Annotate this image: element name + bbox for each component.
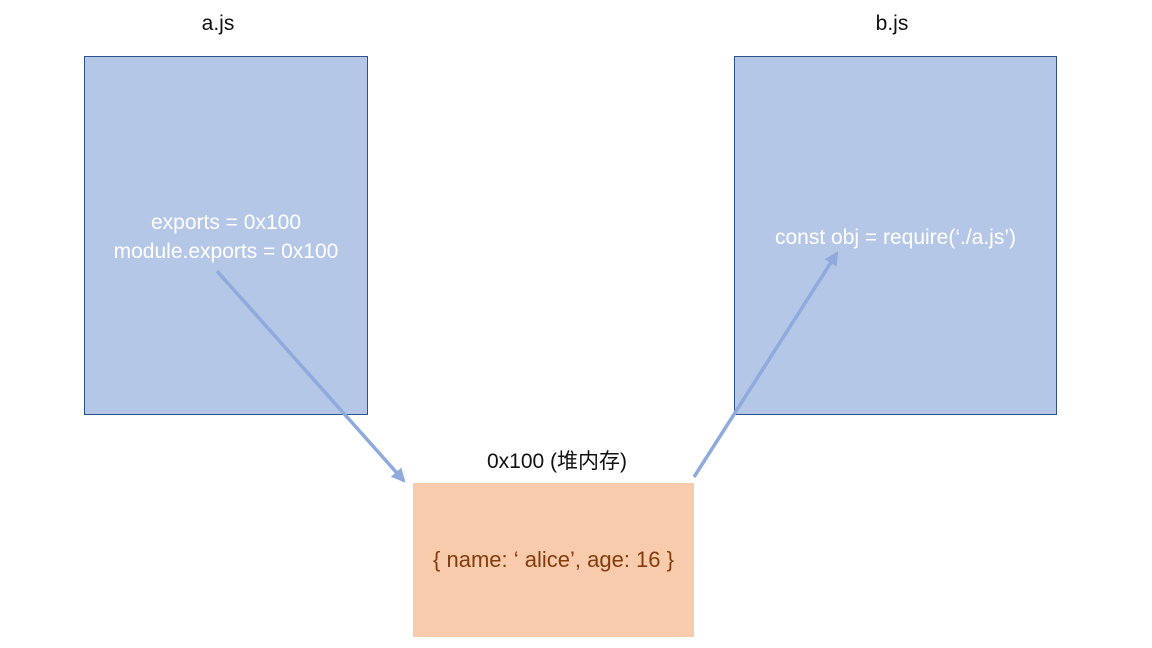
heap-object-box: { name: ‘ alice’, age: 16 }	[413, 483, 694, 637]
module-b-require-line: const obj = require(‘./a.js’)	[774, 226, 1017, 249]
module-a-exports-line: exports = 0x100	[150, 211, 301, 234]
module-b-filename: b.js	[875, 12, 909, 35]
module-a-filename: a.js	[201, 12, 235, 35]
heap-object-content: { name: ‘ alice’, age: 16 }	[433, 547, 674, 572]
heap-address-label: 0x100 (堆内存)	[486, 450, 628, 473]
module-a-box: exports = 0x100 module.exports = 0x100	[84, 56, 368, 415]
module-b-box: const obj = require(‘./a.js’)	[734, 56, 1057, 415]
module-a-module-exports-line: module.exports = 0x100	[113, 240, 339, 263]
